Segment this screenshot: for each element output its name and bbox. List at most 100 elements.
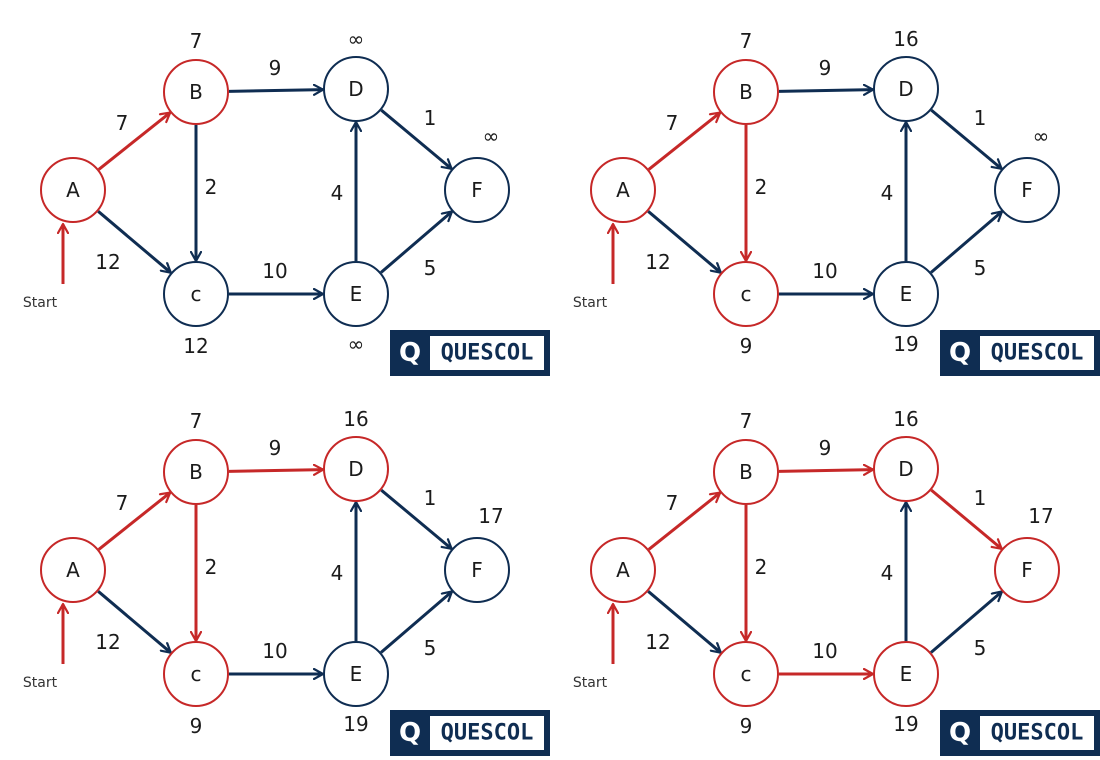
node-d-label: D [348, 457, 363, 481]
node-a-label: A [616, 558, 630, 582]
node-d [873, 56, 939, 122]
distance-e: 19 [343, 712, 368, 736]
edge-e-f [380, 210, 452, 274]
node-e [323, 641, 389, 707]
distance-c: 12 [183, 334, 208, 358]
node-a-label: A [66, 178, 80, 202]
node-b-label: B [189, 460, 203, 484]
edge-e-f [930, 590, 1002, 654]
node-a-label: A [66, 558, 80, 582]
node-c [713, 261, 779, 327]
node-b-label: B [739, 460, 753, 484]
logo-letter: Q [399, 718, 421, 748]
logo-letter: Q [399, 338, 421, 368]
node-f [994, 157, 1060, 223]
edge-weight-e-d: 4 [881, 561, 894, 585]
logo-word-box [430, 716, 544, 750]
edge-weight-b-d: 9 [269, 436, 282, 460]
node-f-label: F [471, 178, 483, 202]
edge-a-c [647, 210, 721, 274]
edge-weight-a-b: 7 [116, 111, 129, 135]
node-c-label: c [191, 662, 202, 686]
node-f-label: F [1021, 558, 1033, 582]
edge-weight-d-f: 1 [424, 106, 437, 130]
edge-weight-a-c: 12 [645, 630, 670, 654]
node-b [163, 59, 229, 125]
edge-weight-b-c: 2 [205, 555, 218, 579]
quescol-logo: Q QUESCOL [390, 330, 550, 376]
node-f [444, 157, 510, 223]
distance-c: 9 [190, 714, 203, 738]
edge-b-d [778, 90, 873, 92]
edge-d-f [380, 108, 451, 171]
distance-e: 19 [893, 712, 918, 736]
node-f [994, 537, 1060, 603]
node-e [323, 261, 389, 327]
distance-f: ∞ [1033, 124, 1050, 148]
edge-b-d [778, 470, 873, 472]
distance-e: ∞ [348, 332, 365, 356]
edge-weight-a-b: 7 [666, 491, 679, 515]
logo-word-box [980, 716, 1094, 750]
distance-b: 7 [740, 409, 753, 433]
edge-d-f [930, 108, 1001, 171]
distance-d: 16 [893, 27, 918, 51]
edge-b-d [228, 90, 323, 92]
distance-d: ∞ [348, 27, 365, 51]
edge-weight-e-f: 5 [424, 636, 437, 660]
node-a-label: A [616, 178, 630, 202]
edge-weight-a-b: 7 [666, 111, 679, 135]
edge-d-f [930, 488, 1001, 551]
edge-a-c [647, 590, 721, 654]
distance-f: ∞ [483, 124, 500, 148]
node-f-label: F [471, 558, 483, 582]
edge-weight-e-d: 4 [331, 561, 344, 585]
node-d-label: D [348, 77, 363, 101]
distance-c: 9 [740, 714, 753, 738]
edge-a-c [97, 590, 171, 654]
edge-weight-e-f: 5 [974, 256, 987, 280]
node-d [323, 436, 389, 502]
edge-weight-b-d: 9 [819, 56, 832, 80]
node-c-label: c [741, 662, 752, 686]
node-c [713, 641, 779, 707]
edge-a-b [97, 491, 170, 551]
node-e-label: E [900, 282, 913, 306]
start-label: Start [573, 295, 608, 311]
distance-e: 19 [893, 332, 918, 356]
edge-weight-c-e: 10 [812, 639, 837, 663]
node-a [590, 157, 656, 223]
node-c-label: c [191, 282, 202, 306]
edge-a-c [97, 210, 171, 274]
distance-b: 7 [740, 29, 753, 53]
logo-wordmark: QUESCOL [991, 721, 1084, 746]
edge-b-d [228, 470, 323, 472]
edge-weight-a-c: 12 [645, 250, 670, 274]
node-e-label: E [900, 662, 913, 686]
node-f-label: F [1021, 178, 1033, 202]
node-f [444, 537, 510, 603]
edge-weight-d-f: 1 [974, 486, 987, 510]
edge-d-f [380, 488, 451, 551]
distance-c: 9 [740, 334, 753, 358]
edge-weight-a-c: 12 [95, 250, 120, 274]
node-d-label: D [898, 77, 913, 101]
logo-wordmark: QUESCOL [991, 341, 1084, 366]
distance-f: 17 [478, 504, 503, 528]
logo-wordmark: QUESCOL [441, 341, 534, 366]
node-e-label: E [350, 662, 363, 686]
node-c [163, 641, 229, 707]
node-a [40, 537, 106, 603]
edge-weight-b-d: 9 [269, 56, 282, 80]
node-a [40, 157, 106, 223]
node-d [873, 436, 939, 502]
logo-word-box [430, 336, 544, 370]
logo-word-box [980, 336, 1094, 370]
node-d-label: D [898, 457, 913, 481]
edge-weight-a-b: 7 [116, 491, 129, 515]
